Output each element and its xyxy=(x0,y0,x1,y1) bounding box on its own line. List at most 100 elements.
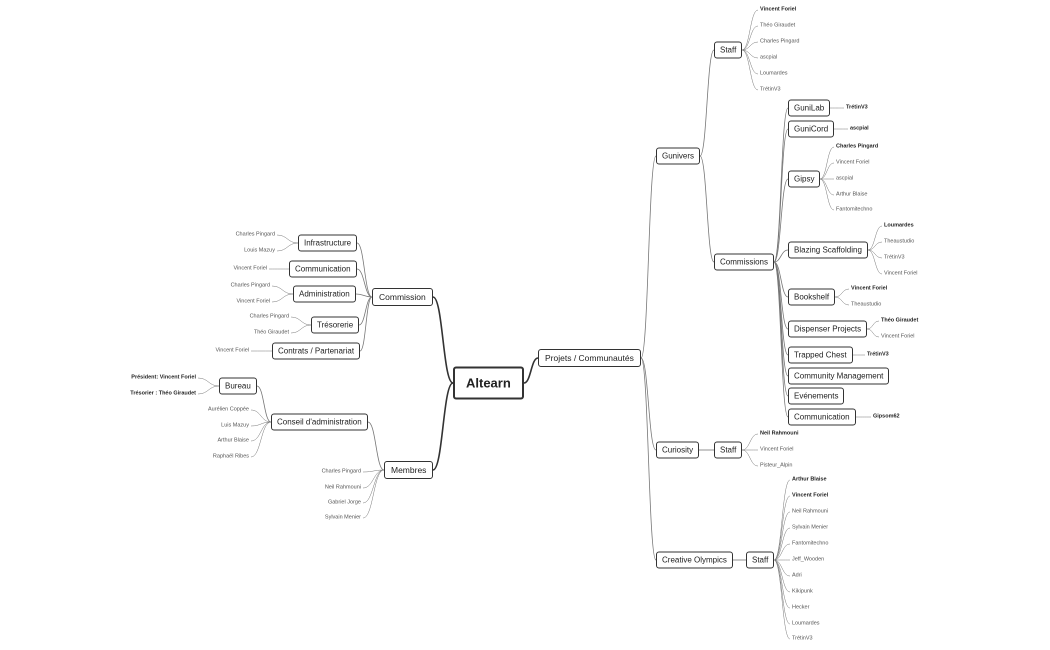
node-gunilab[interactable]: GuniLab xyxy=(788,99,831,117)
leaf-connector-tresorerie-0 xyxy=(290,316,312,326)
node-commission[interactable]: Commission xyxy=(372,288,433,306)
node-curiosity[interactable]: Curiosity xyxy=(656,441,700,459)
connector-projets-curiosity xyxy=(640,357,657,451)
leaf-aurelien-coppee[interactable]: Aurélien Coppée xyxy=(208,406,249,413)
node-bureau[interactable]: Bureau xyxy=(219,377,257,395)
leaf-ascpial[interactable]: ascpial xyxy=(850,125,869,132)
leaf-charles-pingard[interactable]: Charles Pingard xyxy=(760,38,800,45)
leaf-sylvain-menier[interactable]: Sylvain Menier xyxy=(324,514,361,521)
leaf-vincent-foriel[interactable]: Vincent Foriel xyxy=(236,298,270,305)
node-communication-c[interactable]: Communication xyxy=(289,260,357,278)
leaf-vincent-foriel[interactable]: Vincent Foriel xyxy=(836,159,870,166)
leaf-loumardes[interactable]: Loumardes xyxy=(884,222,914,229)
leaf-gabriel-jorge[interactable]: Gabriel Jorge xyxy=(327,499,361,506)
leaf-sylvain-menier[interactable]: Sylvain Menier xyxy=(792,524,829,531)
leaf-arthur-blaise[interactable]: Arthur Blaise xyxy=(217,437,250,444)
leaf-loumardes[interactable]: Loumardes xyxy=(792,620,820,627)
leaf-president-vincent-foriel[interactable]: Président: Vincent Foriel xyxy=(131,374,196,381)
node-staff-curiosity[interactable]: Staff xyxy=(714,441,743,459)
node-contrats[interactable]: Contrats / Partenariat xyxy=(272,342,361,360)
node-communication-g[interactable]: Communication xyxy=(788,408,856,426)
leaf-charles-pingard[interactable]: Charles Pingard xyxy=(235,231,275,238)
leaf-gipsom62[interactable]: Gipsom62 xyxy=(873,413,900,420)
leaf-connector-administration-0 xyxy=(271,285,294,295)
leaf-loumardes[interactable]: Loumardes xyxy=(760,70,788,77)
leaf-arthur-blaise[interactable]: Arthur Blaise xyxy=(792,476,827,483)
leaf-charles-pingard[interactable]: Charles Pingard xyxy=(230,282,270,289)
leaf-luis-mazuy[interactable]: Luis Mazuy xyxy=(221,422,249,429)
leaf-connector-gipsy-4 xyxy=(819,178,835,211)
leaf-theaustudio[interactable]: Theaustudio xyxy=(884,238,915,245)
leaf-vincent-foriel[interactable]: Vincent Foriel xyxy=(760,446,794,453)
connector-root-membres xyxy=(432,382,454,471)
leaf-tretinv3[interactable]: TrétinV3 xyxy=(867,351,889,358)
node-trapped[interactable]: Trapped Chest xyxy=(788,346,853,364)
leaf-connector-conseil-3 xyxy=(250,421,272,458)
leaf-adri[interactable]: Adri xyxy=(792,572,802,579)
leaf-pisteur-alpin[interactable]: Pisteur_Alpin xyxy=(760,462,793,469)
leaf-vincent-foriel[interactable]: Vincent Foriel xyxy=(792,492,829,499)
leaf-raphael-ribes[interactable]: Raphaël Ribes xyxy=(212,453,249,460)
leaf-jeff-wooden[interactable]: Jeff_Wooden xyxy=(792,556,825,563)
leaf-kikipunk[interactable]: Kikipunk xyxy=(792,588,813,595)
leaf-hecker[interactable]: Hecker xyxy=(792,604,810,611)
leaf-tretinv3[interactable]: TrétinV3 xyxy=(760,86,781,93)
leaf-tretinv3[interactable]: TrétinV3 xyxy=(792,635,813,642)
leaf-vincent-foriel[interactable]: Vincent Foriel xyxy=(760,6,797,13)
leaf-charles-pingard[interactable]: Charles Pingard xyxy=(249,313,289,320)
leaf-neil-rahmouni[interactable]: Neil Rahmouni xyxy=(760,430,799,437)
node-gunicord[interactable]: GuniCord xyxy=(788,120,835,138)
node-bookshelf[interactable]: Bookshelf xyxy=(788,288,836,306)
leaf-tresorier-theo-giraudet[interactable]: Trésorier : Théo Giraudet xyxy=(130,390,196,397)
node-administration[interactable]: Administration xyxy=(293,285,356,303)
node-dispenser[interactable]: Dispenser Projects xyxy=(788,320,868,338)
node-conseil[interactable]: Conseil d'administration xyxy=(271,413,368,431)
leaf-connector-infrastructure-0 xyxy=(276,234,299,244)
leaf-vincent-foriel[interactable]: Vincent Foriel xyxy=(233,265,267,272)
leaf-vincent-foriel[interactable]: Vincent Foriel xyxy=(215,347,249,354)
leaf-connector-gipsy-3 xyxy=(819,178,835,196)
connector-projets-gunivers xyxy=(640,155,657,359)
root-node[interactable]: Altearn xyxy=(453,366,524,400)
leaf-connector-staff_creative-10 xyxy=(773,559,791,640)
node-membres[interactable]: Membres xyxy=(384,461,434,479)
node-gunivers[interactable]: Gunivers xyxy=(656,147,701,165)
leaf-theo-giraudet[interactable]: Théo Giraudet xyxy=(881,317,919,324)
connector-projets-creative xyxy=(640,357,657,561)
node-projets[interactable]: Projets / Communautés xyxy=(538,349,641,367)
leaf-charles-pingard[interactable]: Charles Pingard xyxy=(836,143,879,150)
leaf-vincent-foriel[interactable]: Vincent Foriel xyxy=(884,270,918,277)
node-evenements[interactable]: Evénements xyxy=(788,387,845,405)
leaf-connector-staff_creative-4 xyxy=(773,543,791,561)
node-creative[interactable]: Creative Olympics xyxy=(656,551,733,569)
leaf-theaustudio[interactable]: Theaustudio xyxy=(851,301,882,308)
leaf-theo-giraudet[interactable]: Théo Giraudet xyxy=(760,22,796,29)
leaf-charles-pingard[interactable]: Charles Pingard xyxy=(321,468,361,475)
leaf-ascpial[interactable]: ascpial xyxy=(836,175,854,182)
leaf-tretinv3[interactable]: TrétinV3 xyxy=(846,104,868,111)
leaf-fantomitechno[interactable]: Fantomitechno xyxy=(792,540,829,547)
leaf-ascpial[interactable]: ascpial xyxy=(760,54,778,61)
node-community[interactable]: Community Management xyxy=(788,367,890,385)
leaf-theo-giraudet[interactable]: Théo Giraudet xyxy=(253,329,289,336)
leaf-connector-dispenser-0 xyxy=(866,320,880,330)
node-staff-creative[interactable]: Staff xyxy=(746,551,775,569)
leaf-connector-dispenser-1 xyxy=(866,328,880,338)
leaf-fantomitechno[interactable]: Fantomitechno xyxy=(836,206,873,213)
node-staff-gunivers[interactable]: Staff xyxy=(714,41,743,59)
leaf-connector-membres-1 xyxy=(362,469,385,489)
leaf-neil-rahmouni[interactable]: Neil Rahmouni xyxy=(324,484,361,491)
node-commissions[interactable]: Commissions xyxy=(714,253,775,271)
leaf-louis-mazuy[interactable]: Louis Mazuy xyxy=(244,247,275,254)
node-blazing[interactable]: Blazing Scaffolding xyxy=(788,241,868,259)
leaf-neil-rahmouni[interactable]: Neil Rahmouni xyxy=(792,508,829,515)
leaf-arthur-blaise[interactable]: Arthur Blaise xyxy=(836,191,868,198)
node-tresorerie[interactable]: Trésorerie xyxy=(311,316,360,334)
leaf-vincent-foriel[interactable]: Vincent Foriel xyxy=(881,333,915,340)
leaf-vincent-foriel[interactable]: Vincent Foriel xyxy=(851,285,888,292)
node-infrastructure[interactable]: Infrastructure xyxy=(298,234,358,252)
leaf-tretinv3[interactable]: TrétinV3 xyxy=(884,254,905,261)
leaf-connector-tresorerie-1 xyxy=(290,324,312,334)
node-gipsy[interactable]: Gipsy xyxy=(788,170,821,188)
